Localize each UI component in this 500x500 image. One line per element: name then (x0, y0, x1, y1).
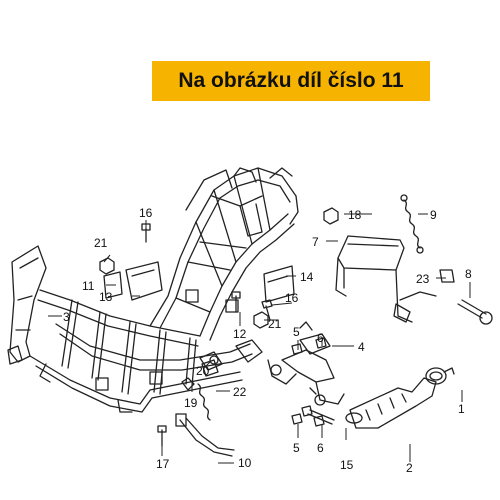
clamp-1 (425, 367, 455, 385)
rubber-cover-2 (345, 377, 437, 429)
callout-10: 10 (238, 456, 252, 470)
callout-20: 20 (196, 364, 210, 378)
callout-13: 13 (99, 290, 113, 304)
callout-8: 8 (465, 267, 472, 281)
spring-9 (400, 194, 424, 254)
callout-21b: 21 (268, 317, 282, 331)
nut-18 (323, 207, 339, 225)
spring-19 (181, 377, 195, 391)
bolt-16b (261, 299, 273, 321)
nut-21b (253, 311, 269, 329)
bracket-plate-11 (103, 271, 123, 299)
leader-lines (48, 213, 471, 464)
callout-6b: 6 (317, 441, 324, 455)
callout-5a: 5 (293, 325, 300, 339)
callout-21a: 21 (94, 236, 108, 250)
callout-22: 22 (233, 385, 247, 399)
bolt-8 (457, 299, 493, 325)
nut-21a (99, 257, 115, 275)
callout-1: 1 (458, 402, 465, 416)
callout-5b: 5 (293, 441, 300, 455)
callout-3: 3 (63, 310, 70, 324)
bracket-plate-13 (125, 261, 163, 301)
bolt-15 (301, 405, 335, 425)
callout-6a: 6 (317, 331, 324, 345)
callout-16b: 16 (285, 291, 299, 305)
callout-4: 4 (358, 340, 365, 354)
callout-12: 12 (233, 327, 247, 341)
callout-14: 14 (300, 270, 314, 284)
callout-15: 15 (340, 458, 354, 472)
callout-18: 18 (348, 208, 362, 222)
callout-9: 9 (430, 208, 437, 222)
part-number-banner: Na obrázku díl číslo 11 (152, 61, 430, 101)
nut-23 (439, 269, 455, 283)
center-stand-bracket-7 (335, 235, 437, 323)
callout-2: 2 (406, 461, 413, 475)
bolt-12 (231, 291, 241, 313)
callout-16a: 16 (139, 206, 153, 220)
main-frame (7, 167, 299, 413)
callout-11: 11 (82, 279, 95, 293)
bolt-16a (141, 223, 151, 243)
side-stand-assembly-4 (267, 321, 345, 406)
small-parts-5-6 (291, 337, 327, 427)
callout-numbers: 1 2 3 4 5 5 6 6 7 8 9 10 11 12 13 14 15 … (63, 206, 472, 475)
bracket-20 (201, 359, 219, 377)
bolt-17 (157, 425, 167, 447)
callout-17: 17 (156, 457, 170, 471)
plate-14 (263, 265, 295, 303)
callout-7: 7 (312, 235, 319, 249)
callout-23: 23 (416, 272, 430, 286)
spring-22 (197, 383, 211, 421)
callout-19: 19 (184, 396, 198, 410)
side-stand-10 (175, 413, 235, 457)
